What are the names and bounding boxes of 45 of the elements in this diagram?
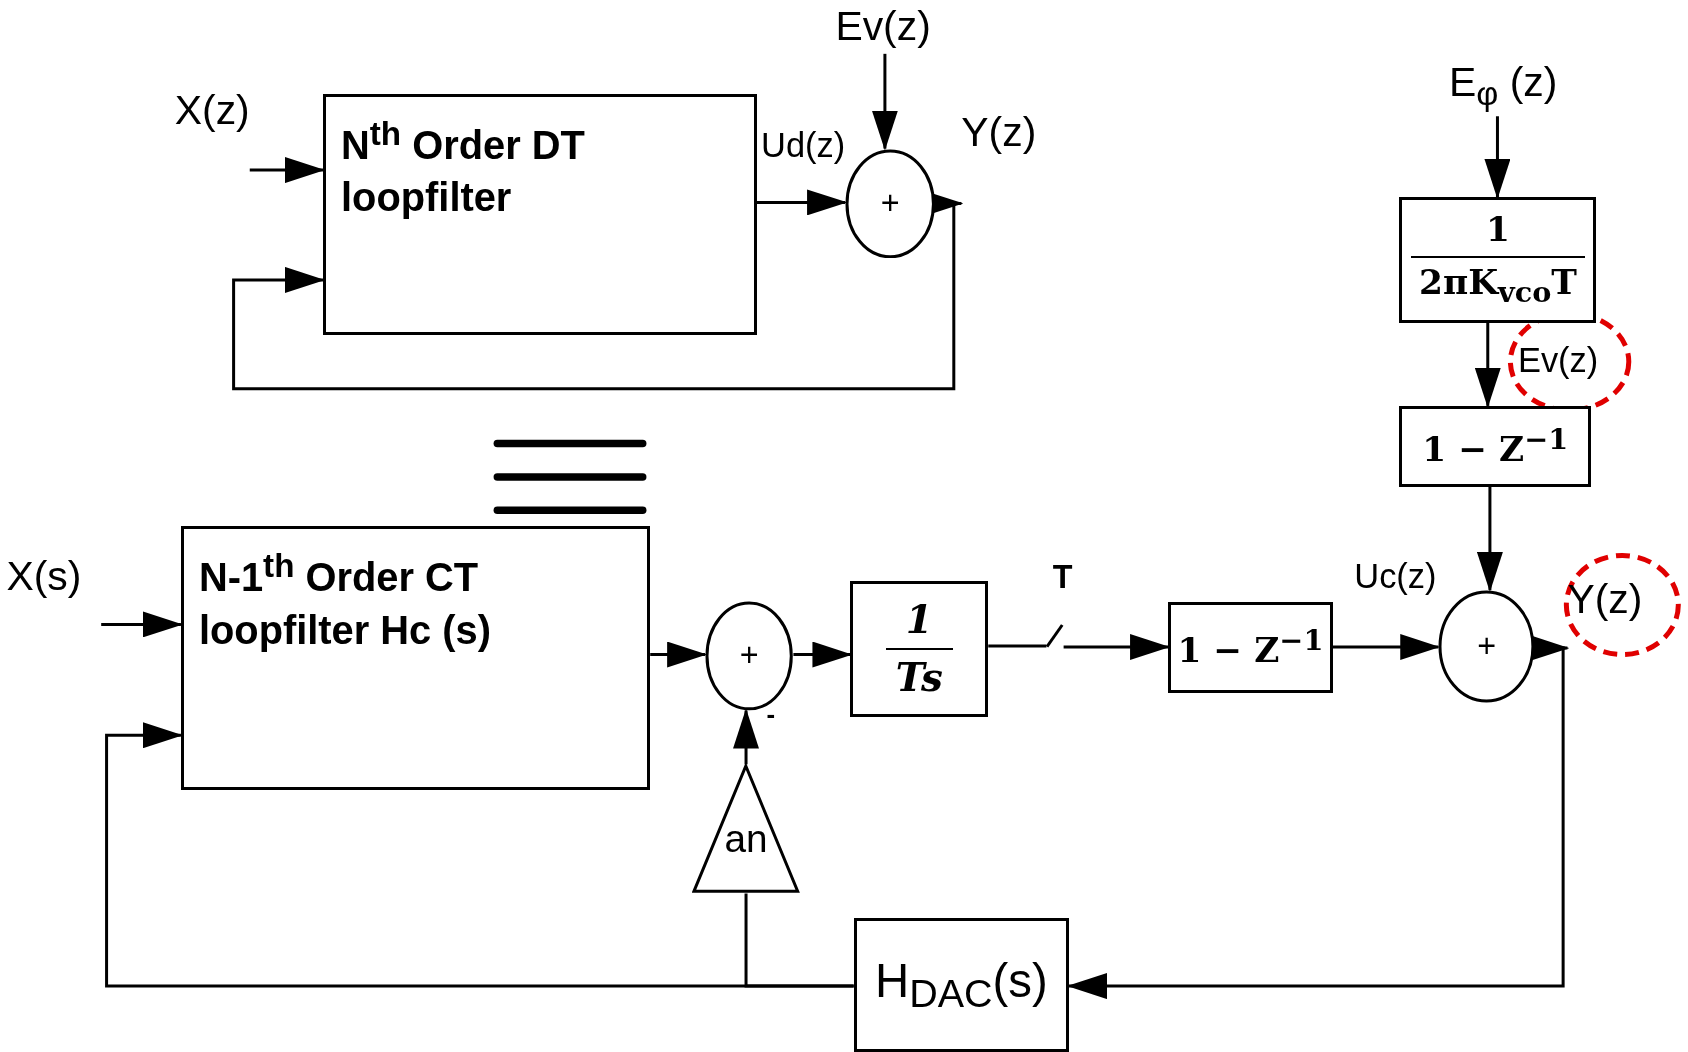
connector-line bbox=[988, 644, 1047, 648]
summing-junction bbox=[1438, 589, 1536, 703]
arrow bbox=[249, 157, 325, 184]
gain-label: an bbox=[724, 818, 768, 861]
block-box bbox=[1168, 601, 1333, 694]
block-label: N$^{th}$ Order DT loopfilter bbox=[341, 113, 586, 221]
block-label: 1 − Z$^{−1}$ bbox=[1422, 423, 1569, 469]
signal-label: X(s) bbox=[6, 554, 82, 600]
arrow bbox=[650, 641, 708, 668]
block-box bbox=[1399, 405, 1592, 487]
block-box bbox=[850, 581, 989, 717]
block-label: H$_{DAC}$(s) bbox=[874, 954, 1048, 1016]
connector-line bbox=[744, 893, 854, 988]
denominator: Ts bbox=[895, 656, 943, 700]
arrow bbox=[1476, 486, 1503, 592]
block-box bbox=[322, 93, 757, 335]
signal-label: Y(z) bbox=[961, 109, 1037, 155]
denominator: 2πK$_{vco}$T bbox=[1418, 264, 1577, 309]
signal-label: Y(z) bbox=[1567, 577, 1643, 622]
gain-triangle bbox=[692, 764, 800, 894]
arrow bbox=[1474, 322, 1501, 408]
block-label: N-1$^{th}$ Order CT loopfilter Hc (s) bbox=[198, 546, 492, 654]
arrow bbox=[1067, 646, 1565, 1000]
sign-label: - bbox=[766, 699, 776, 729]
arrow bbox=[756, 189, 848, 216]
signal-label: E$_{φ}$ (z) bbox=[1449, 60, 1558, 113]
arrow bbox=[871, 53, 898, 151]
block-label: 1 − Z$^{−1}$ bbox=[1177, 624, 1324, 671]
sample-period-label: T bbox=[1052, 559, 1073, 596]
block-box bbox=[1399, 197, 1597, 323]
arrow bbox=[101, 611, 183, 638]
numerator: 1 bbox=[1486, 211, 1510, 250]
summing-junction bbox=[705, 600, 794, 711]
block-box bbox=[180, 526, 651, 791]
block-box bbox=[853, 918, 1069, 1052]
plus-sign: + bbox=[1477, 628, 1497, 665]
plus-sign: + bbox=[739, 637, 759, 674]
summing-junction bbox=[845, 148, 936, 259]
signal-label: Ev(z) bbox=[835, 4, 931, 50]
arrow bbox=[733, 708, 760, 765]
numerator: 1 bbox=[905, 599, 933, 642]
plus-sign: + bbox=[880, 185, 900, 222]
arrow bbox=[1484, 116, 1511, 199]
signal-label: X(z) bbox=[174, 88, 250, 134]
arrow bbox=[1332, 634, 1441, 660]
